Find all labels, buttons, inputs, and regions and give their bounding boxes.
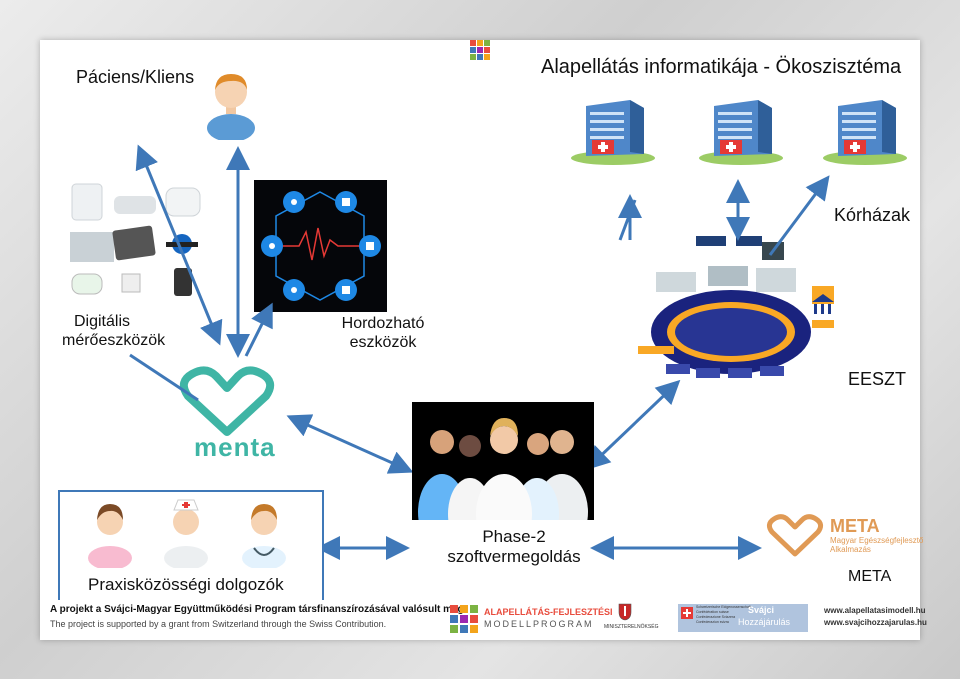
hospital-icon — [699, 100, 783, 165]
crest-icon — [618, 603, 632, 621]
nurse-icon — [88, 504, 132, 568]
wearables-label: Hordozható eszközök — [341, 315, 425, 351]
meta-logo-sub2: Alkalmazás — [830, 545, 871, 554]
page-title: Alapellátás informatikája - Ökoszisztéma — [541, 56, 902, 78]
footer-program-2: MODELLPROGRAM — [484, 619, 594, 629]
program-logo-icon — [470, 40, 490, 60]
hospital-icon — [571, 100, 655, 165]
wearables-panel — [254, 180, 387, 312]
heart-logo-icon — [766, 514, 824, 557]
footer-url-2[interactable]: www.svajcihozzajarulas.hu — [824, 618, 927, 627]
swiss-line-2: Confédération suisse — [696, 610, 729, 614]
swiss-line-4: Confederaziun svizra — [696, 620, 729, 624]
swiss-sub: Hozzájárulás — [738, 617, 791, 627]
phase2-label: Phase-2 szoftvermegoldás — [447, 527, 581, 566]
bank-icon — [812, 294, 834, 314]
footer-ministry: MINISZTERELNÖKSÉG — [604, 624, 659, 630]
person-icon — [207, 74, 255, 140]
footer-program-1: ALAPELLÁTÁS-FEJLESZTÉSI — [484, 607, 613, 617]
hospital-icon — [823, 100, 907, 165]
footer-hu: A projekt a Svájci-Magyar Együttműködési… — [50, 604, 467, 615]
swiss-line-1: Schweizerische Eidgenossenschaft — [696, 605, 751, 609]
menta-logo-text: menta — [194, 432, 276, 462]
footer-en: The project is supported by a grant from… — [50, 619, 387, 629]
program-logo-icon — [450, 605, 478, 633]
practice-workers-label: Praxisközösségi dolgozók — [88, 575, 284, 594]
doctor-icon — [242, 504, 286, 568]
meta-label: META — [848, 568, 892, 585]
scale-icon — [70, 232, 114, 262]
doctors-photo — [412, 402, 594, 520]
eeszt-label: EESZT — [848, 369, 907, 389]
swiss-title: Svájci — [748, 605, 775, 615]
meta-logo-sub1: Magyar Egészségfejlesztő — [830, 536, 924, 545]
swiss-line-3: Confederazione Svizzera — [696, 615, 736, 619]
staff-icons — [88, 499, 286, 568]
swiss-banner — [678, 604, 808, 632]
swiss-cross-icon — [681, 607, 693, 619]
footer-url-1[interactable]: www.alapellatasimodell.hu — [824, 606, 926, 615]
nurse-icon — [164, 499, 208, 568]
heart-logo-icon — [179, 366, 275, 436]
meta-logo-title: META — [830, 516, 880, 536]
hospitals-label: Kórházak — [834, 205, 911, 225]
patient-label: Páciens/Kliens — [76, 67, 195, 87]
